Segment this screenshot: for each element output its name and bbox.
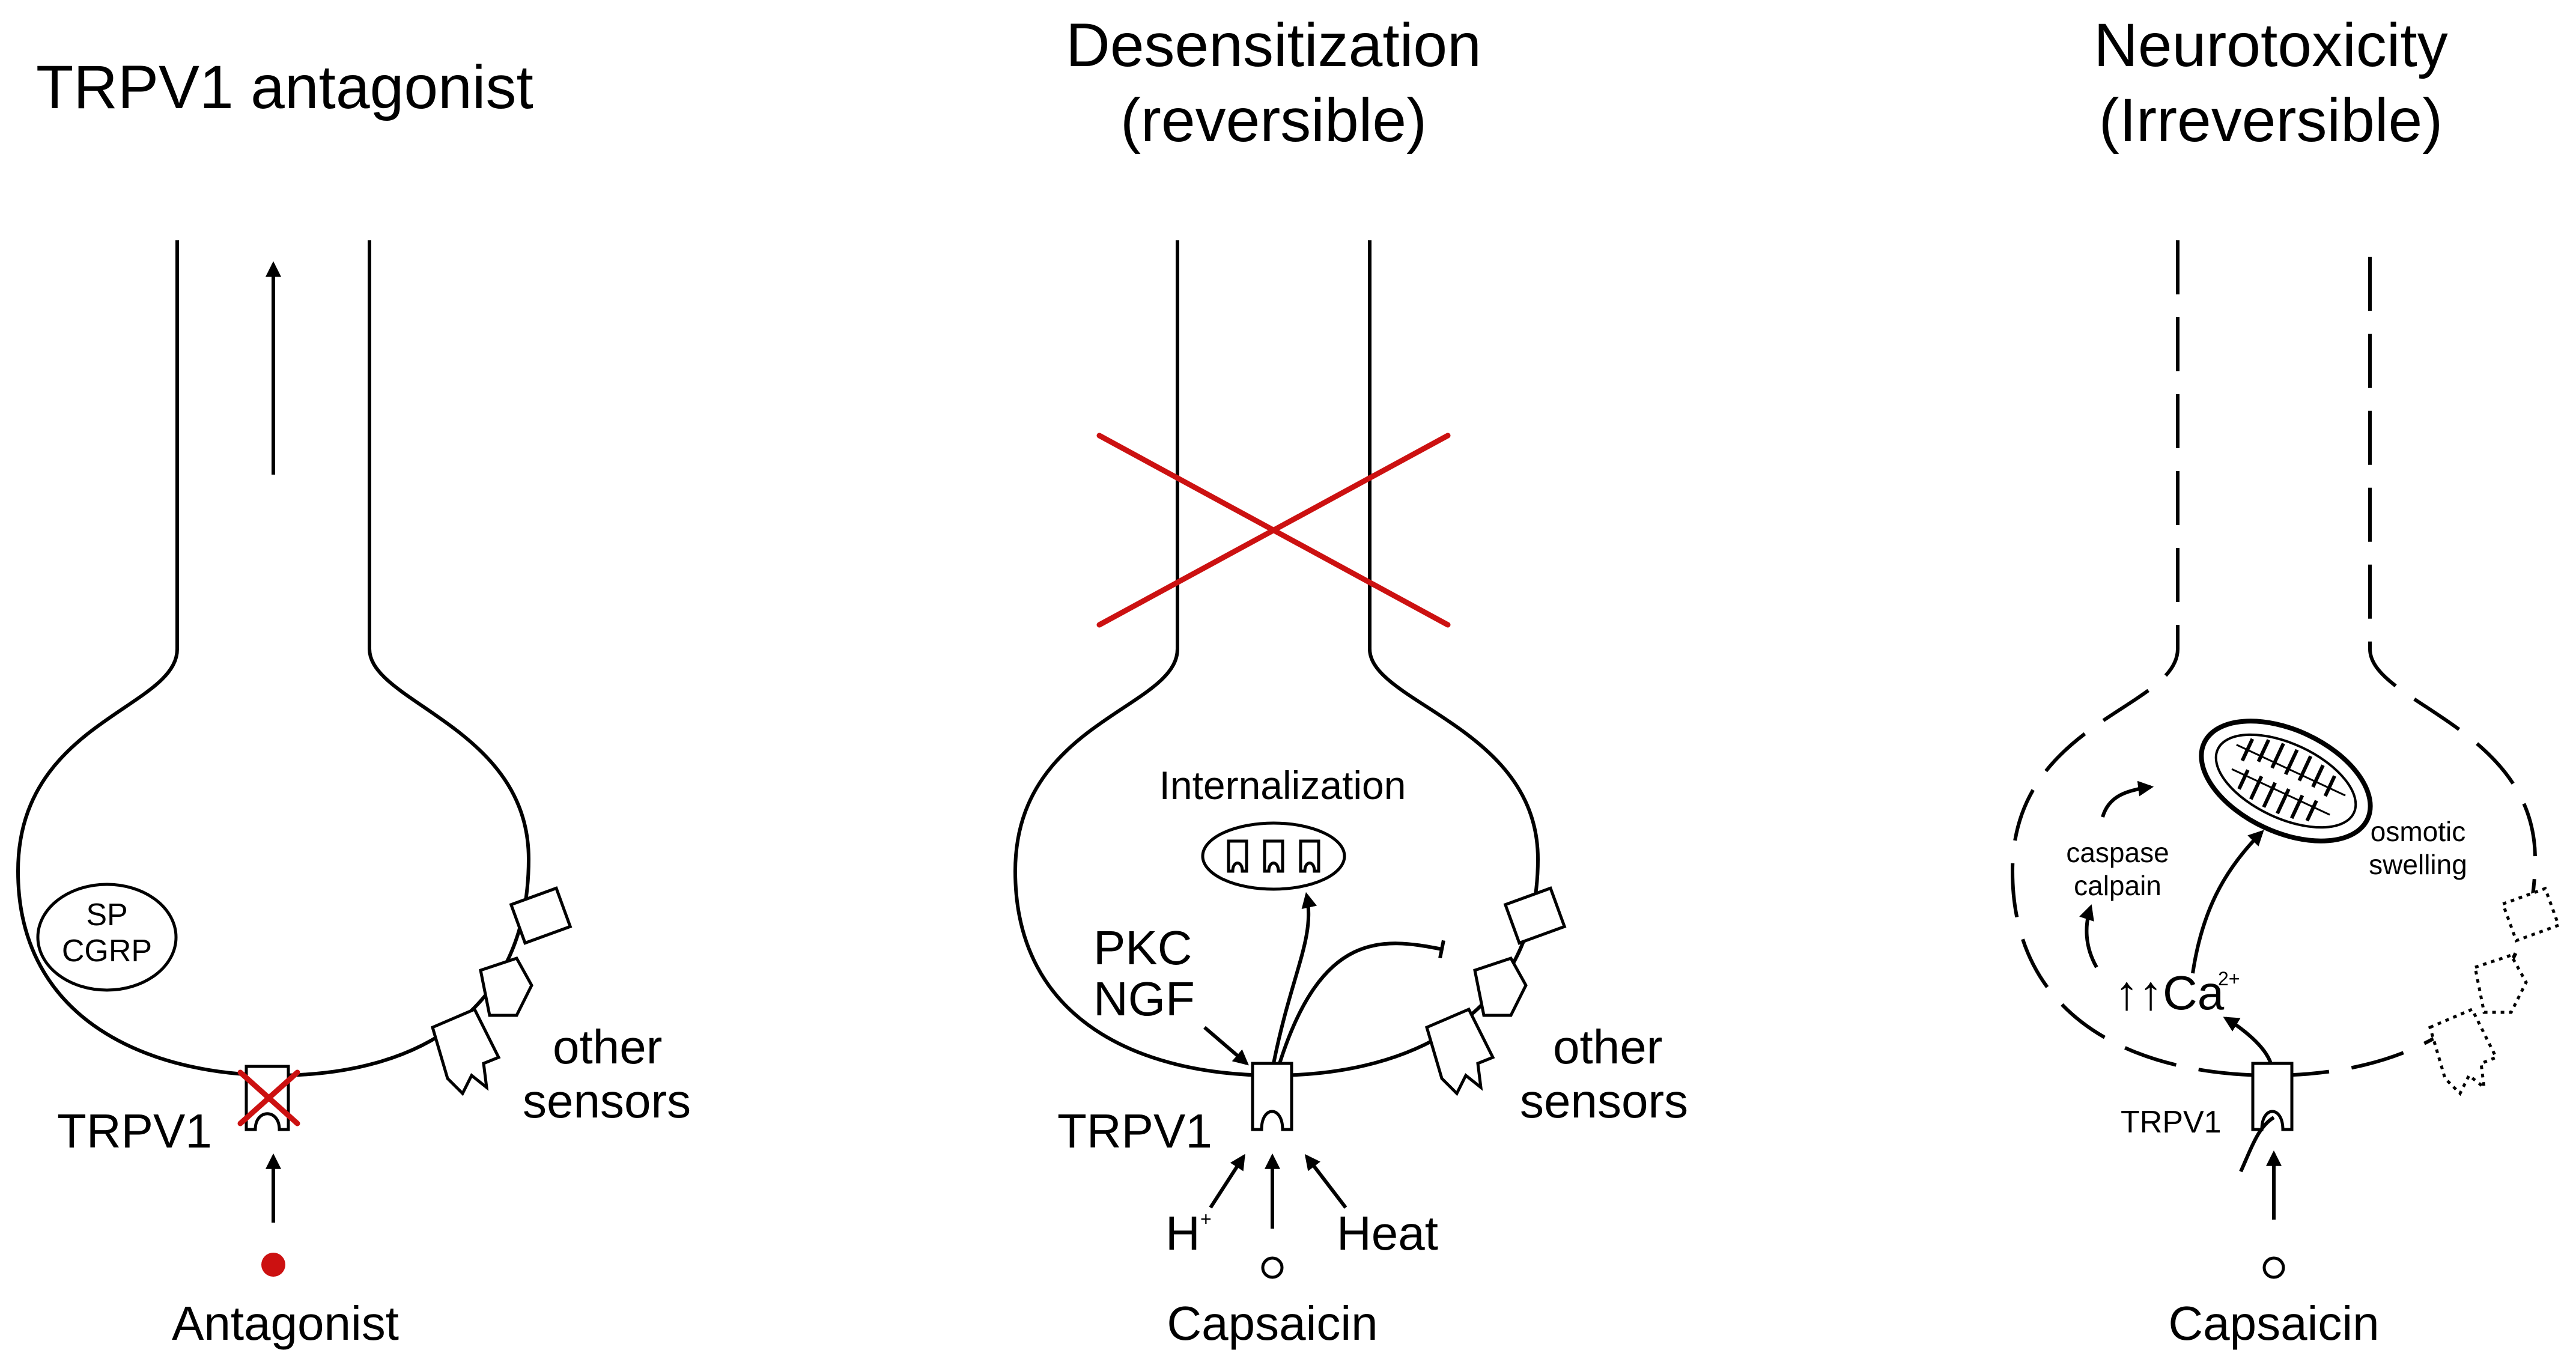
sp-cgrp-vesicle (36, 883, 178, 992)
sensor-square-degraded (2501, 886, 2561, 943)
internalized-channel (1227, 839, 1248, 873)
calcium-charge: 2+ (2218, 968, 2240, 990)
sensor-square (509, 886, 573, 945)
trpv1-channel (1251, 1062, 1293, 1131)
antagonist-dot (261, 1253, 285, 1277)
panel-desensitization: Desensitization (reversible) Internaliza… (1013, 11, 1688, 1350)
vesicle-label-sp: SP (86, 898, 127, 932)
osmotic-label: osmotic (2371, 816, 2465, 847)
modulator-ngf: NGF (1093, 972, 1195, 1026)
capsaicin-label: Capsaicin (1167, 1297, 1378, 1350)
panel-antagonist: TRPV1 antagonist SP CGRP other sensors T… (16, 53, 691, 1350)
stimulus-heat: Heat (1337, 1206, 1438, 1260)
inhibition-arrow (1278, 940, 1445, 1064)
capsaicin-bound (2239, 1116, 2275, 1173)
panel-neurotoxicity: Neurotoxicity (Irreversible) caspase cal… (2010, 11, 2561, 1350)
heat-arrow (1304, 1154, 1347, 1209)
trpv1-to-calcium-arrow (2223, 1017, 2273, 1065)
internalization-arrow (1272, 892, 1317, 1064)
other-sensors-line1: other (553, 1020, 662, 1074)
sensor-jagged-degraded (2428, 1007, 2499, 1096)
stimulus-proton-charge: + (1200, 1208, 1212, 1230)
other-sensors-line2: sensors (1520, 1074, 1688, 1128)
sensor-pentagon (479, 956, 533, 1017)
capsaicin-molecule (1261, 1256, 1284, 1279)
panel-desensitization-title-line2: (reversible) (1120, 86, 1427, 154)
sensor-pentagon-degraded (2473, 953, 2528, 1014)
swelling-label: swelling (2369, 849, 2467, 880)
sensor-jagged (1424, 1007, 1495, 1096)
calcium-to-mitochondrion-arrow (2191, 830, 2264, 974)
modulator-arrow (1203, 1026, 1249, 1066)
panel-neurotoxicity-title-line2: (Irreversible) (2099, 86, 2443, 154)
capsaicin-label: Capsaicin (2168, 1297, 2379, 1350)
sensor-jagged (430, 1007, 501, 1096)
trpv1-label: TRPV1 (1057, 1104, 1212, 1158)
block-cross-line-b (237, 1069, 300, 1126)
protease-caspase: caspase (2066, 837, 2169, 868)
internalization-label: Internalization (1159, 763, 1406, 807)
protease-calpain: calpain (2074, 870, 2161, 901)
mitochondrion (2199, 719, 2373, 844)
trpv1-label: TRPV1 (2121, 1105, 2222, 1140)
modulator-pkc: PKC (1093, 921, 1192, 974)
protease-arrow (2101, 780, 2154, 818)
sensor-square (1503, 886, 1567, 945)
other-sensors-line2: sensors (523, 1074, 691, 1128)
antagonist-label: Antagonist (172, 1297, 399, 1350)
proton-arrow (1209, 1154, 1245, 1209)
neuron-outline-dashed (2010, 240, 2538, 1078)
capsaicin-molecule (2262, 1256, 2285, 1279)
block-cross-line-b (1096, 433, 1451, 628)
panel-neurotoxicity-title-line1: Neurotoxicity (2094, 11, 2448, 79)
calcium-label: ↑↑Ca (2115, 966, 2225, 1020)
panel-desensitization-title-line1: Desensitization (1066, 11, 1481, 79)
sensor-pentagon (1473, 956, 1528, 1017)
vesicle-label-cgrp: CGRP (62, 934, 152, 968)
calcium-to-protease-arrow (2079, 904, 2098, 968)
trpv1-label: TRPV1 (57, 1104, 212, 1158)
panel-antagonist-title: TRPV1 antagonist (36, 53, 533, 121)
internalized-channel (1263, 839, 1284, 873)
internalized-channel (1299, 839, 1320, 873)
stimulus-proton: H (1165, 1206, 1200, 1260)
other-sensors-line1: other (1553, 1020, 1662, 1074)
